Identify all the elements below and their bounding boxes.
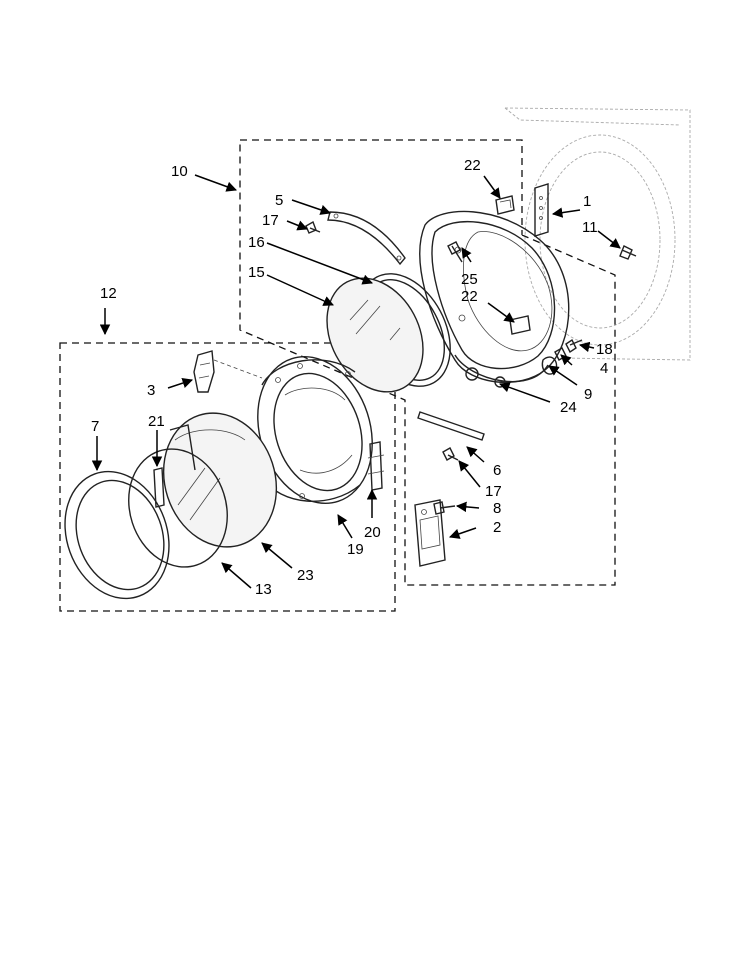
callout-10: 10: [171, 163, 188, 180]
part-18-screw: [565, 338, 583, 354]
callout-7: 7: [91, 418, 99, 435]
callout-2: 2: [493, 519, 501, 536]
callout-11: 11: [582, 219, 598, 236]
callout-16: 16: [248, 234, 265, 251]
callout-5: 5: [275, 192, 283, 209]
part-1-strike-bracket: [534, 183, 549, 237]
door-panel-group-box: [59, 342, 396, 612]
part-2-latch: [414, 499, 446, 567]
callout-20: 20: [364, 524, 381, 541]
part-17-screw-upper: [305, 220, 321, 234]
part-11-screw: [619, 245, 637, 260]
part-21-trim-strip: [153, 467, 165, 508]
callout-17-upper: 17: [262, 212, 279, 229]
part-20-hinge-pad: [367, 441, 385, 491]
callout-1: 1: [583, 193, 591, 210]
callout-15: 15: [248, 264, 265, 281]
part-17-screw-lower: [442, 447, 459, 461]
part-23-outer-glass: [162, 412, 278, 548]
leader-lines: [91, 174, 621, 589]
part-25-screw: [447, 241, 463, 263]
callout-3: 3: [147, 382, 155, 399]
callout-19: 19: [347, 541, 364, 558]
callout-13: 13: [255, 581, 272, 598]
part-6-strip: [417, 411, 485, 441]
callout-12: 12: [100, 285, 117, 302]
part-7-outer-ring: [64, 470, 170, 600]
part-15-inner-glass: [326, 277, 424, 393]
callout-22-lower: 22: [461, 288, 478, 305]
callout-9: 9: [584, 386, 592, 403]
cabinet-front-panel: [504, 107, 691, 361]
callout-25: 25: [461, 271, 478, 288]
callout-22-upper: 22: [464, 157, 481, 174]
callout-17-lower: 17: [485, 483, 502, 500]
part-5-bracket: [327, 211, 406, 266]
callout-8: 8: [493, 500, 501, 517]
callout-24: 24: [560, 399, 577, 416]
part-8-screw: [433, 501, 456, 515]
callout-21: 21: [148, 413, 165, 430]
part-22-hinge-clip: [495, 195, 515, 215]
callout-6: 6: [493, 462, 501, 479]
callout-18: 18: [596, 341, 613, 358]
part-13-trim-ring: [128, 448, 228, 568]
callout-4: 4: [600, 360, 608, 377]
callout-labels: 1 2 3 4 5 6 7 8 9 10 11 12 13 15 16 17 1…: [91, 157, 613, 598]
callout-23: 23: [297, 567, 314, 584]
part-3-clip: [193, 350, 215, 393]
door-frame-group-box: [239, 139, 616, 586]
